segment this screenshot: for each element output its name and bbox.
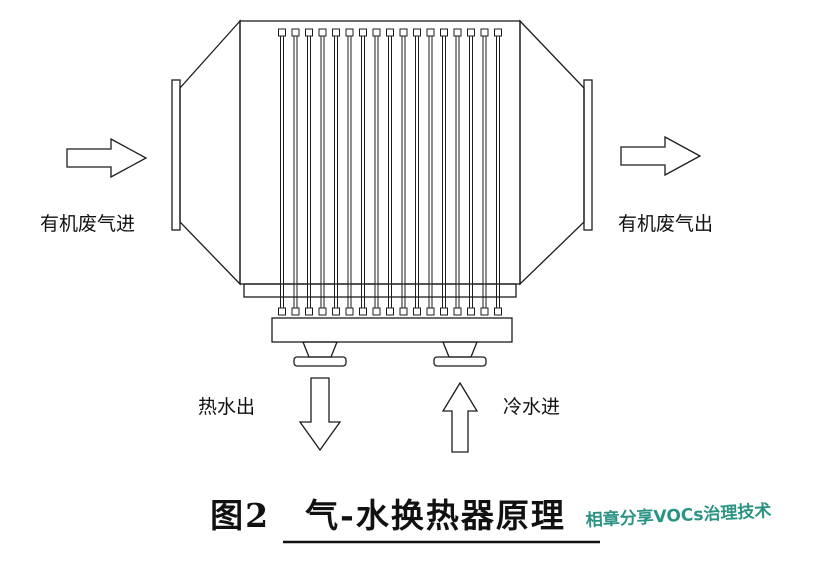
gas-out-arrow-icon (620, 135, 702, 177)
tube (372, 28, 381, 37)
tube (305, 28, 313, 37)
tube (413, 28, 421, 37)
tube (455, 35, 460, 313)
tube (278, 28, 286, 37)
tube (386, 307, 394, 316)
tube (494, 307, 502, 316)
tube (372, 307, 381, 316)
tube (291, 307, 300, 316)
tube (428, 35, 433, 313)
tube (291, 28, 300, 37)
right-outlet-duct (519, 19, 585, 286)
tube (480, 28, 489, 37)
tube (401, 35, 406, 313)
cold-water-in-label: 冷水进 (503, 396, 560, 418)
tube (440, 307, 448, 316)
tube-bundle (278, 28, 502, 316)
hot-water-out-arrow-icon (298, 377, 342, 452)
left-inlet-duct (179, 19, 241, 286)
gas-in-label: 有机废气进 (40, 213, 135, 235)
gas-out-label: 有机废气出 (618, 213, 713, 235)
tube (359, 307, 367, 316)
tube (345, 307, 354, 316)
bottom-header (271, 317, 513, 343)
tube (293, 35, 298, 313)
cold-water-in-arrow-icon (441, 381, 479, 453)
tube (345, 28, 354, 37)
tube (426, 307, 435, 316)
gas-in-arrow-icon (66, 137, 148, 179)
tube (480, 307, 489, 316)
left-inlet-flange (171, 79, 181, 231)
tube (496, 35, 500, 313)
tube (318, 28, 327, 37)
tube (374, 35, 379, 313)
tube (426, 28, 435, 37)
tube (440, 28, 448, 37)
tube (359, 28, 367, 37)
tube (469, 35, 473, 313)
tube (442, 35, 446, 313)
tube (347, 35, 352, 313)
tube (494, 28, 502, 37)
tube (280, 35, 284, 313)
tube (482, 35, 487, 313)
tube (334, 35, 338, 313)
tube (388, 35, 392, 313)
tube (307, 35, 311, 313)
tube (320, 35, 325, 313)
tube (413, 307, 421, 316)
tube (361, 35, 365, 313)
tube (399, 307, 408, 316)
tube (467, 307, 475, 316)
tube (399, 28, 408, 37)
tube (305, 307, 313, 316)
tube (415, 35, 419, 313)
figure-caption: 图2 气-水换热器原理 (210, 496, 566, 535)
tube (453, 307, 462, 316)
cold-water-pipe (433, 341, 487, 367)
tube (278, 307, 286, 316)
tube (453, 28, 462, 37)
tube (386, 28, 394, 37)
bottom-plate (243, 283, 517, 298)
tube (332, 307, 340, 316)
right-outlet-flange (583, 79, 593, 231)
hot-water-pipe (293, 341, 347, 367)
tube (467, 28, 475, 37)
tube (318, 307, 327, 316)
hot-water-out-label: 热水出 (198, 396, 255, 418)
tube (332, 28, 340, 37)
watermark-text: 相章分享VOCs治理技术 (585, 500, 772, 531)
